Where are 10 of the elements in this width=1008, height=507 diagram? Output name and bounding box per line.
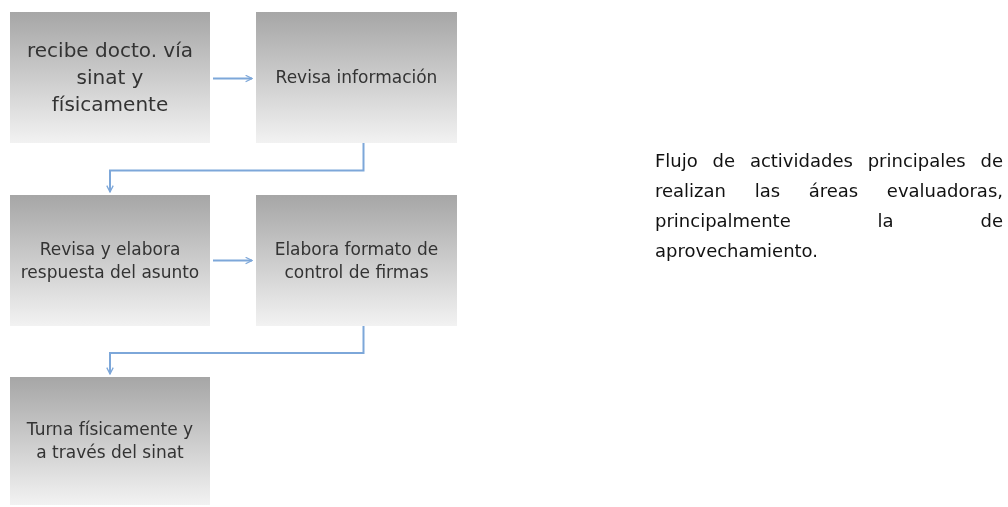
process-box: Turna físicamente y a través del sinat [10, 377, 210, 505]
note-text: Flujo de actividades principales de realizan las áreas evaluadoras, principalmente la de aprovechamiento. [655, 149, 1003, 263]
process-box: Elabora formato de control de firmas [256, 195, 457, 326]
process-box: Revisa y elabora respuesta del asunto [10, 195, 210, 326]
arrow [106, 325, 365, 375]
arrow [106, 142, 365, 193]
process-box: recibe docto. vía sinat y físicamente [10, 12, 210, 143]
arrow [212, 74, 253, 83]
arrow [212, 256, 253, 265]
process-box: Revisa información [256, 12, 457, 143]
